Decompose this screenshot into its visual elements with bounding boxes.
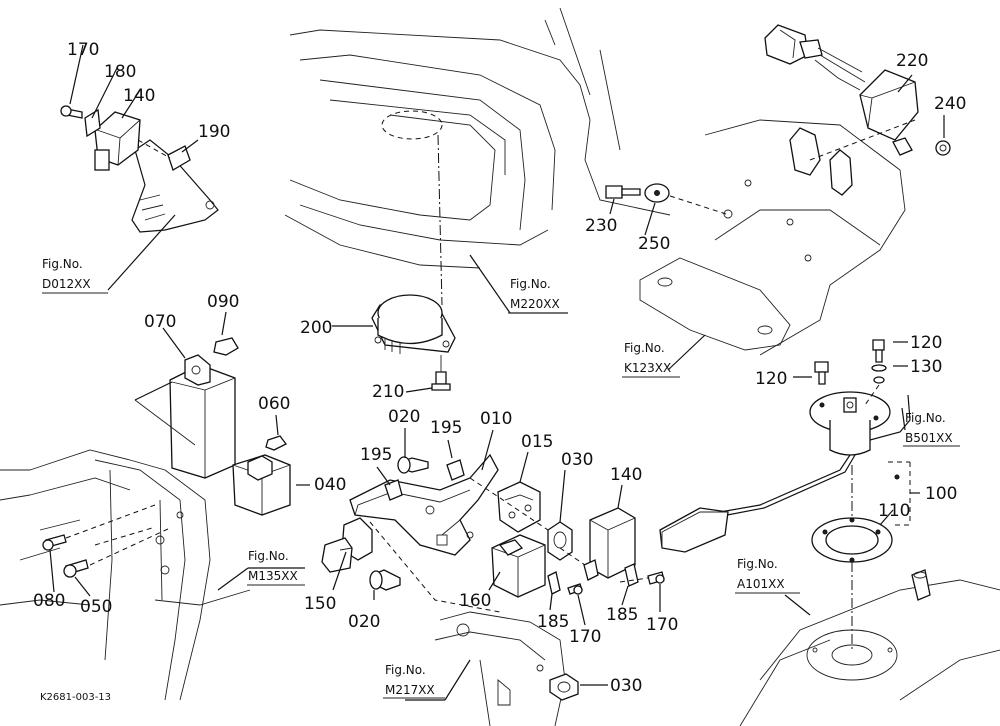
- part-label: 100: [925, 484, 957, 504]
- part-label: 250: [638, 234, 670, 254]
- fig-ref-code: M135XX: [248, 569, 298, 583]
- part-label: 195: [360, 445, 392, 465]
- part-label: 090: [207, 292, 239, 312]
- part-label: 010: [480, 409, 512, 429]
- part-label: 185: [606, 605, 638, 625]
- part-label: 015: [521, 432, 553, 452]
- fig-ref-label: Fig.No.: [624, 341, 665, 355]
- fig-ref-label: Fig.No.: [905, 411, 946, 425]
- fig-ref-label: Fig.No.: [385, 663, 426, 677]
- part-label: 195: [430, 418, 462, 438]
- fig-ref-code: B501XX: [905, 431, 953, 445]
- part-label: 020: [388, 407, 420, 427]
- fig-ref-label: Fig.No.: [248, 549, 289, 563]
- fig-ref-code: M220XX: [510, 297, 560, 311]
- part-label: 140: [123, 86, 155, 106]
- part-label: 220: [896, 51, 928, 71]
- figure-ref-labels: Fig.No. D012XX Fig.No. M220XX Fig.No. K1…: [42, 257, 953, 697]
- part-label: 070: [144, 312, 176, 332]
- part-label: 170: [67, 40, 99, 60]
- fender-and-horn-group: [284, 7, 671, 393]
- fuel-sender-group: [659, 339, 1000, 726]
- part-label: 140: [610, 465, 642, 485]
- part-label: 180: [104, 62, 136, 82]
- part-label: 080: [33, 591, 65, 611]
- fig-ref-code: A101XX: [737, 577, 785, 591]
- part-label: 150: [304, 594, 336, 614]
- part-label: 170: [569, 627, 601, 647]
- part-label: 030: [561, 450, 593, 470]
- fig-ref-label: Fig.No.: [42, 257, 83, 271]
- fig-ref-code: M217XX: [385, 683, 435, 697]
- figure-ref-underlines: [42, 292, 960, 699]
- part-label: 050: [80, 597, 112, 617]
- bracket-assembly-group: [60, 44, 219, 291]
- part-label: 020: [348, 612, 380, 632]
- part-label: 120: [755, 369, 787, 389]
- part-label: 210: [372, 382, 404, 402]
- part-label: 240: [934, 94, 966, 114]
- fig-ref-label: Fig.No.: [737, 557, 778, 571]
- fig-ref-code: D012XX: [42, 277, 91, 291]
- part-label: 170: [646, 615, 678, 635]
- fig-ref-code: K123XX: [624, 361, 671, 375]
- drawing-code: K2681-003-13: [40, 692, 111, 703]
- part-label: 230: [585, 216, 617, 236]
- part-label: 040: [314, 475, 346, 495]
- part-label: 060: [258, 394, 290, 414]
- relay-and-frame-group: [0, 311, 310, 701]
- center-switch-assembly-group: [321, 428, 665, 726]
- part-label: 200: [300, 318, 332, 338]
- module-and-chassis-group: [605, 24, 951, 371]
- fig-ref-label: Fig.No.: [510, 277, 551, 291]
- part-label: 030: [610, 676, 642, 696]
- part-label: 110: [878, 501, 910, 521]
- part-label: 190: [198, 122, 230, 142]
- part-label: 130: [910, 357, 942, 377]
- part-label: 120: [910, 333, 942, 353]
- part-label: 160: [459, 591, 491, 611]
- part-label: 185: [537, 612, 569, 632]
- part-number-labels: 170 180 140 190 200 210 220 240 230 250 …: [33, 40, 966, 696]
